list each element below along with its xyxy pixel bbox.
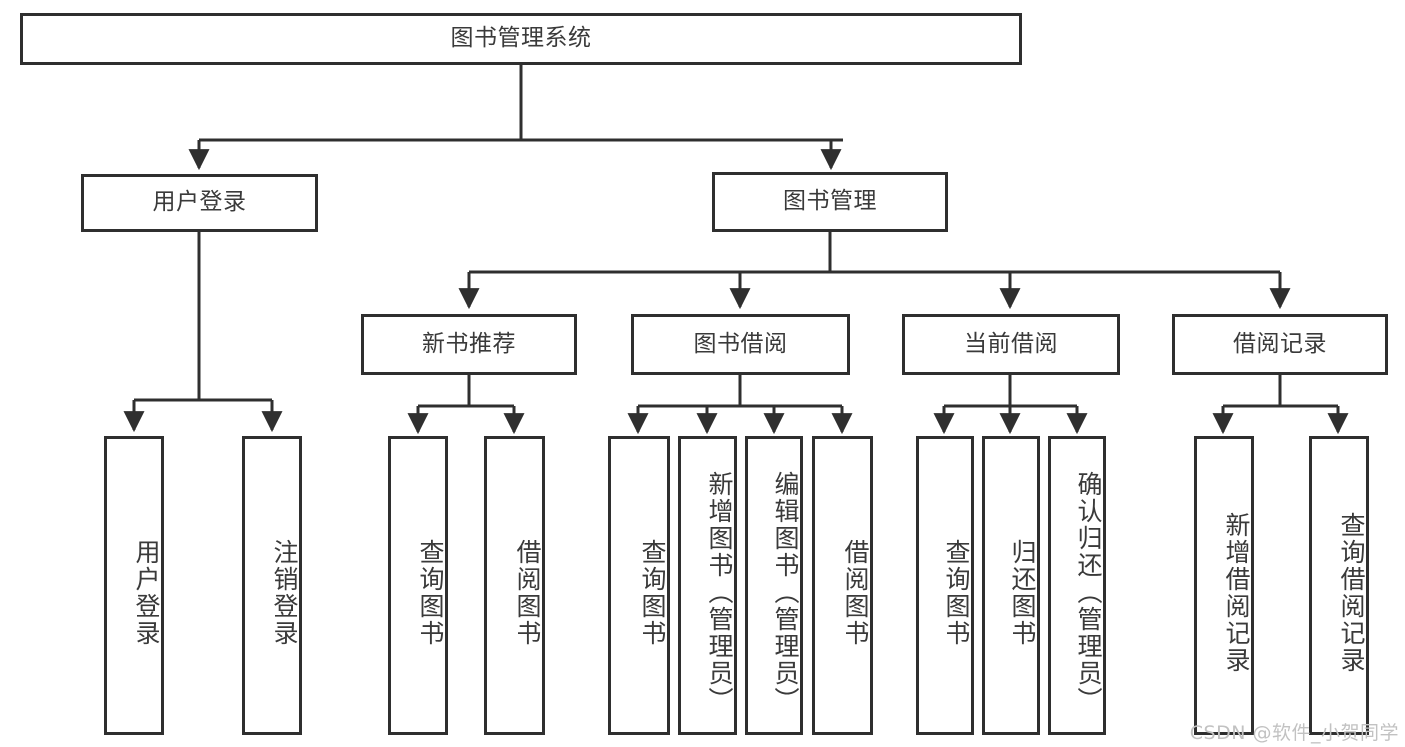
- node-label: 借阅图书: [513, 538, 542, 647]
- node-label: 编辑图书（管理员）: [771, 471, 800, 714]
- node-book-management[interactable]: 图书管理: [712, 172, 948, 232]
- node-label: 用户登录: [132, 538, 161, 647]
- node-label: 查询图书: [638, 538, 667, 647]
- node-label: 图书管理系统: [450, 25, 592, 52]
- node-label: 当前借阅: [964, 330, 1058, 357]
- node-book-borrow[interactable]: 图书借阅: [631, 314, 850, 375]
- leaf-borrow-record-add-record[interactable]: 新增借阅记录: [1194, 436, 1254, 735]
- node-label: 新增借阅记录: [1222, 511, 1251, 674]
- node-label: 借阅图书: [841, 538, 870, 647]
- leaf-borrow-record-query-record[interactable]: 查询借阅记录: [1309, 436, 1369, 735]
- node-label: 查询借阅记录: [1337, 511, 1366, 674]
- leaf-user-login-logout[interactable]: 注销登录: [242, 436, 302, 735]
- node-label: 图书管理: [783, 188, 877, 215]
- leaf-current-borrow-return-book[interactable]: 归还图书: [982, 436, 1040, 735]
- node-label: 新增图书（管理员）: [705, 471, 734, 714]
- node-label: 查询图书: [942, 538, 971, 647]
- node-label: 查询图书: [416, 538, 445, 647]
- leaf-user-login-login[interactable]: 用户登录: [104, 436, 164, 735]
- node-borrow-record[interactable]: 借阅记录: [1172, 314, 1388, 375]
- leaf-new-book-query-book[interactable]: 查询图书: [388, 436, 448, 735]
- node-user-login[interactable]: 用户登录: [81, 174, 318, 232]
- node-current-borrow[interactable]: 当前借阅: [902, 314, 1120, 375]
- node-label: 归还图书: [1008, 538, 1037, 647]
- node-label: 图书借阅: [693, 330, 788, 357]
- leaf-new-book-borrow-book[interactable]: 借阅图书: [484, 436, 545, 735]
- node-label: 确认归还（管理员）: [1074, 471, 1103, 714]
- node-new-book-recommend[interactable]: 新书推荐: [361, 314, 577, 375]
- leaf-current-borrow-query-book[interactable]: 查询图书: [916, 436, 974, 735]
- node-label: 用户登录: [152, 189, 247, 216]
- leaf-book-borrow-query-book[interactable]: 查询图书: [608, 436, 670, 735]
- node-label: 注销登录: [270, 538, 299, 647]
- node-label: 借阅记录: [1233, 330, 1327, 357]
- node-label: 新书推荐: [422, 330, 516, 357]
- node-root-book-management-system[interactable]: 图书管理系统: [20, 13, 1022, 65]
- leaf-book-borrow-borrow-book[interactable]: 借阅图书: [812, 436, 873, 735]
- watermark-text: CSDN @软件_小贺同学: [1189, 722, 1399, 744]
- leaf-book-borrow-add-book-admin[interactable]: 新增图书（管理员）: [678, 436, 737, 735]
- leaf-book-borrow-edit-book-admin[interactable]: 编辑图书（管理员）: [745, 436, 803, 735]
- leaf-current-borrow-confirm-return-admin[interactable]: 确认归还（管理员）: [1048, 436, 1106, 735]
